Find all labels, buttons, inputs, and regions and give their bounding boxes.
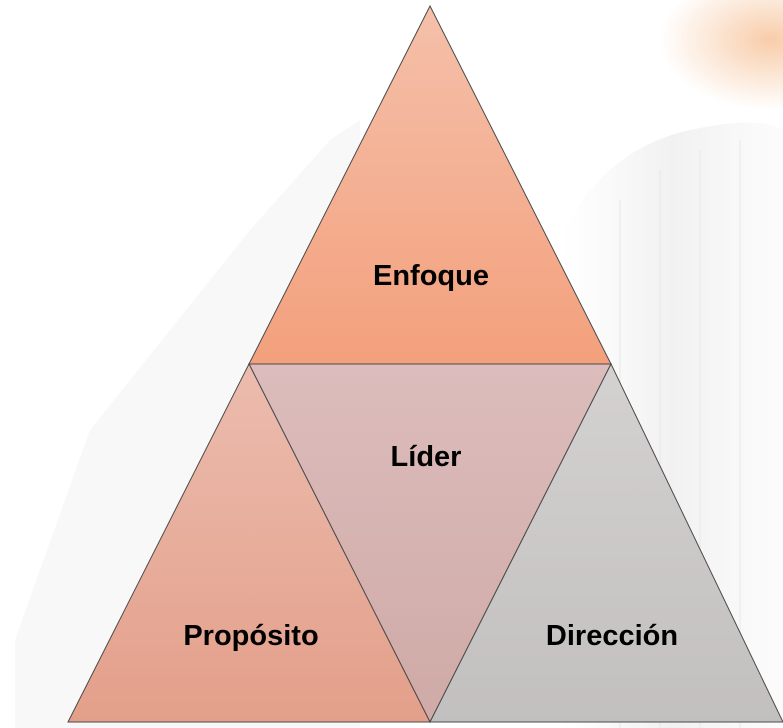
right-triangle xyxy=(429,362,783,723)
top-triangle xyxy=(248,4,612,365)
top-label: Enfoque xyxy=(373,260,489,292)
right-label: Dirección xyxy=(546,620,678,652)
left-label: Propósito xyxy=(183,620,318,652)
center-label: Líder xyxy=(391,441,462,473)
left-triangle xyxy=(67,362,431,723)
